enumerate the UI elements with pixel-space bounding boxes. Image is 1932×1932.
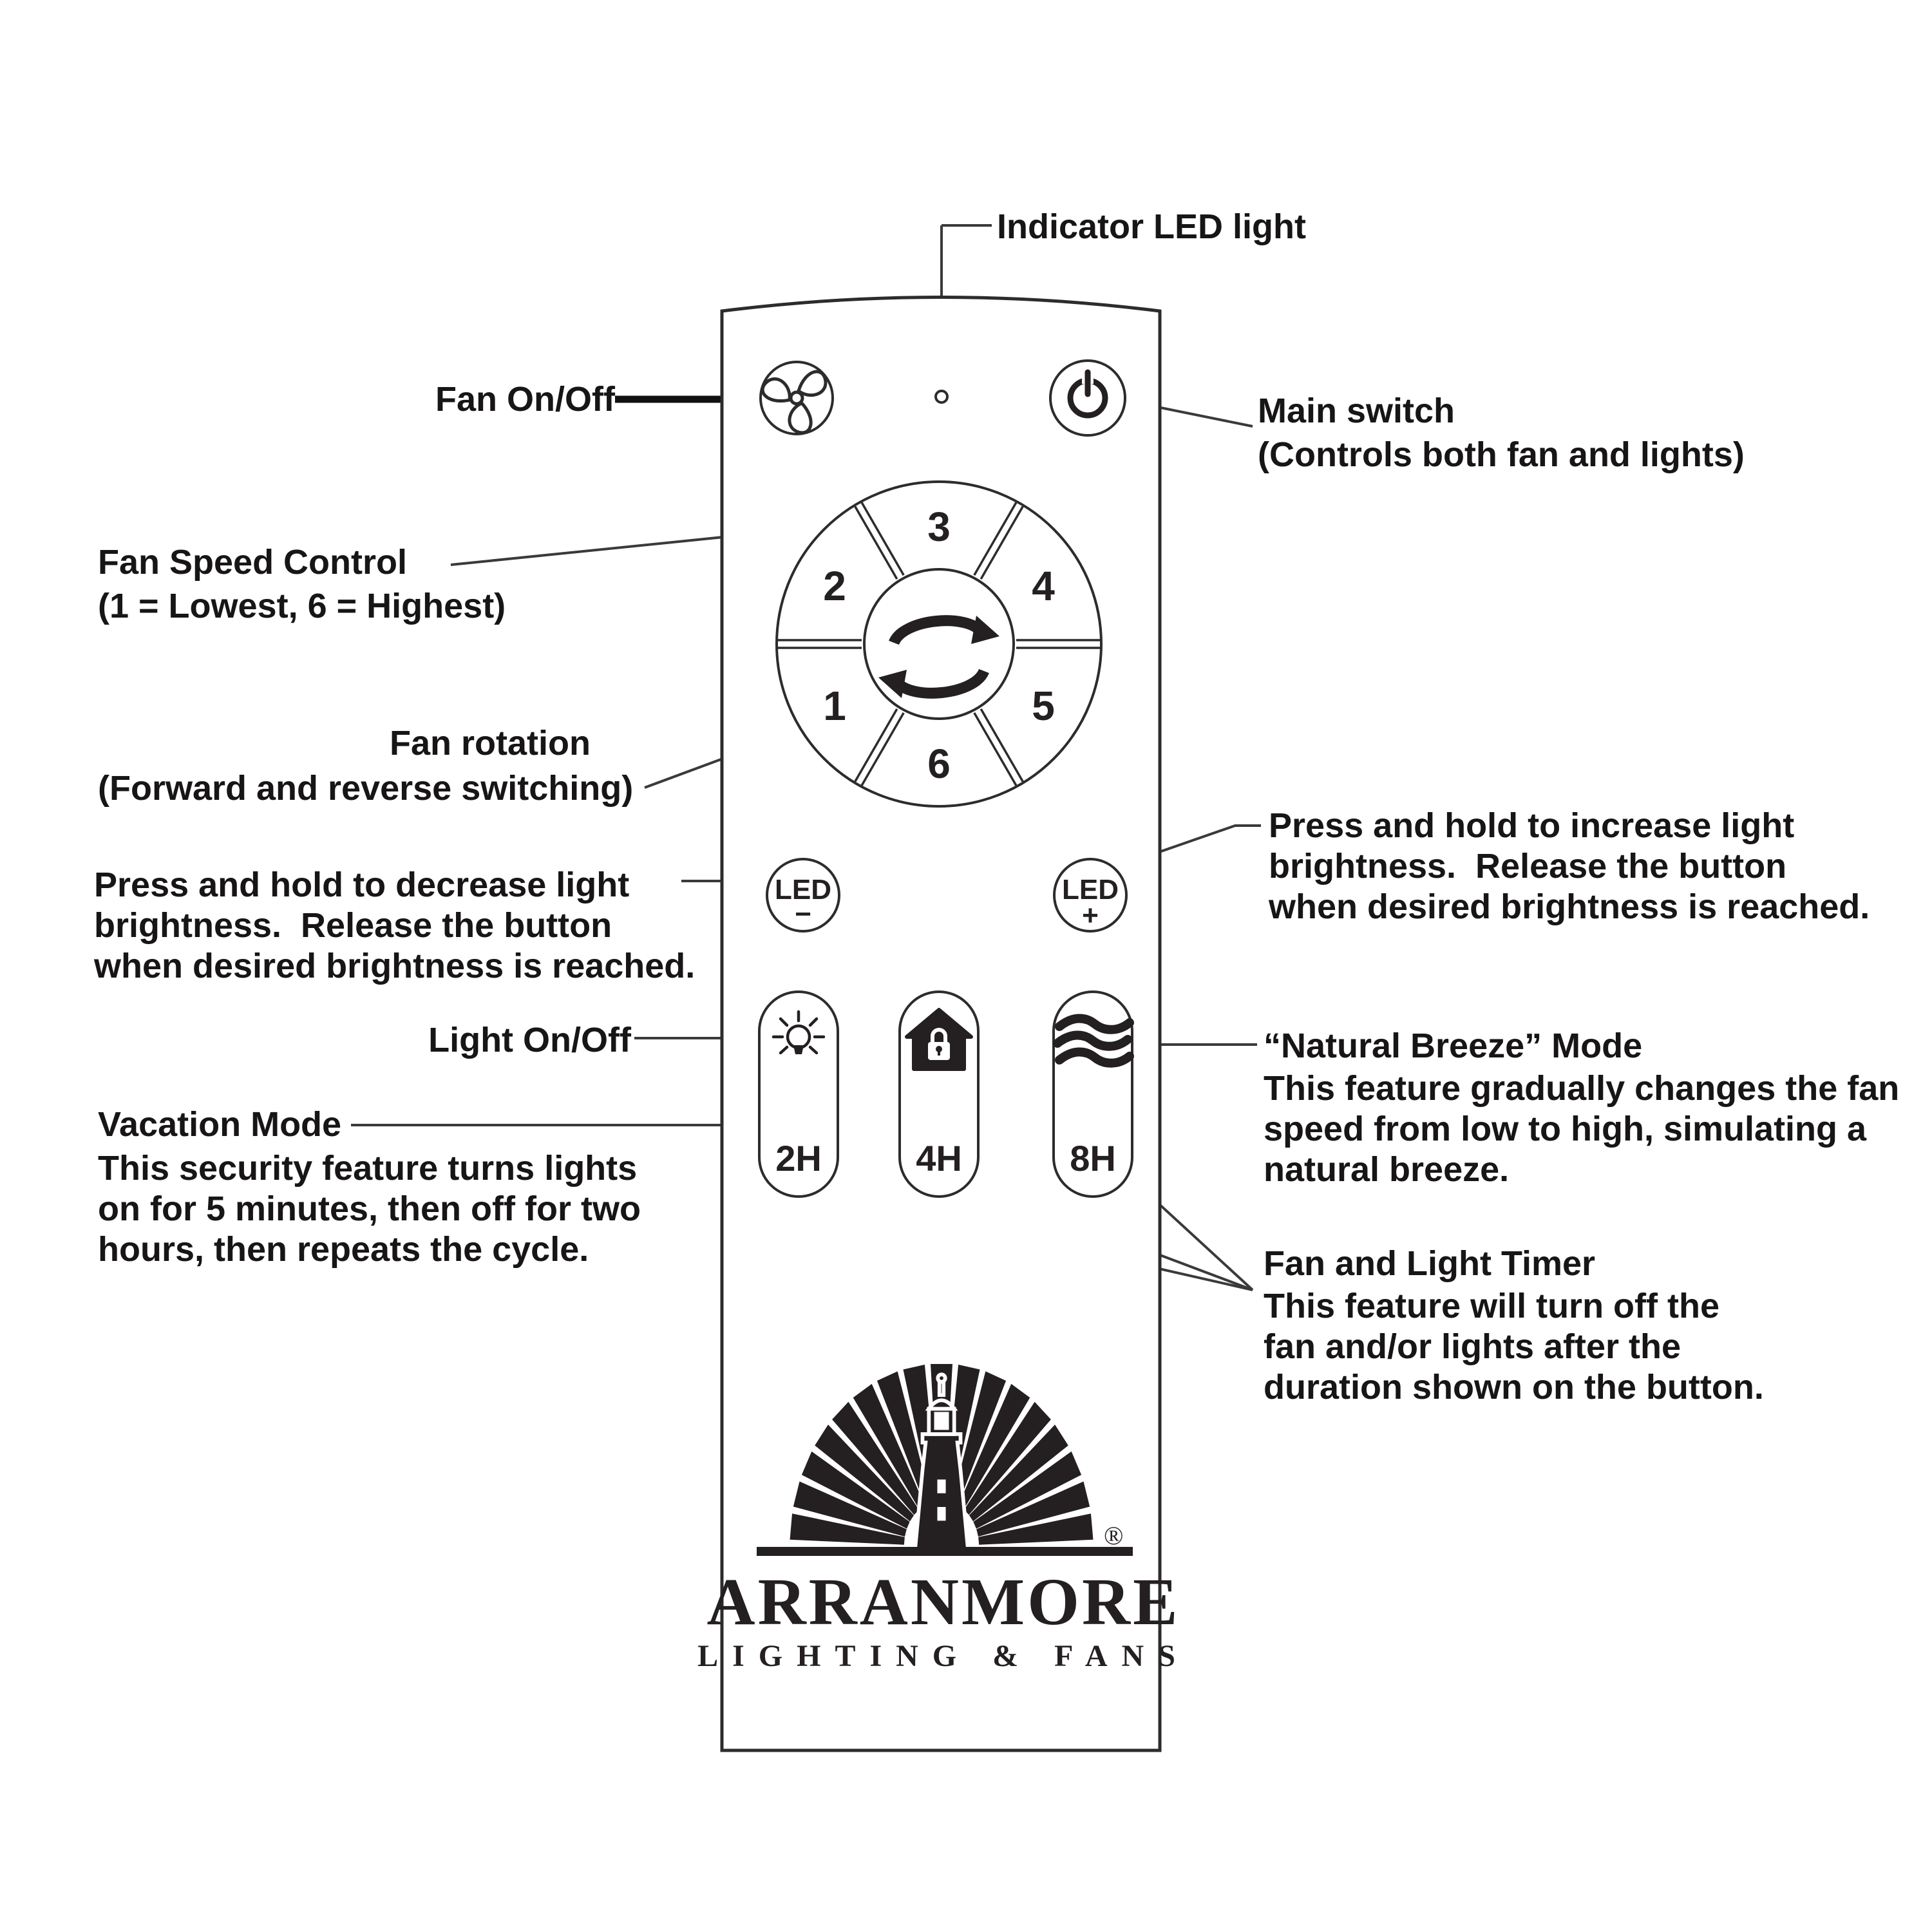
led-minus-button[interactable]: LED − [766, 858, 840, 933]
increase-brightness-text: when desired brightness is reached. [1269, 887, 1870, 926]
vacation-mode-label: Vacation Mode [98, 1105, 342, 1144]
indicator-led-label: Indicator LED light [997, 207, 1306, 246]
timer-text: duration shown on the button. [1264, 1368, 1764, 1406]
fan-speed-subtext: (1 = Lowest, 6 = Highest) [98, 587, 506, 625]
speed-3-button[interactable]: 3 [927, 504, 951, 550]
led-plus-button[interactable]: LED + [1053, 858, 1128, 933]
dial-dividers [778, 502, 1100, 786]
main-switch-label: Main switch [1258, 392, 1455, 430]
vacation-mode-text: hours, then repeats the cycle. [98, 1230, 589, 1269]
light-timer-2h-button[interactable] [758, 990, 839, 1198]
main-switch-button[interactable] [1049, 359, 1126, 437]
indicator-led-dot [934, 390, 949, 404]
natural-breeze-text: speed from low to high, simulating a [1264, 1110, 1867, 1148]
speed-2-button[interactable]: 2 [823, 563, 846, 609]
decrease-brightness-text: when desired brightness is reached. [94, 947, 696, 985]
timer-8h-label: 8H [1070, 1138, 1116, 1179]
power-icon [1067, 369, 1108, 419]
fan-speed-label: Fan Speed Control [98, 543, 408, 582]
brand-name: ARRANMORE [706, 1565, 1180, 1639]
timer-4h-label: 4H [916, 1138, 962, 1179]
natural-breeze-label: “Natural Breeze” Mode [1264, 1027, 1643, 1065]
light-bulb-icon [772, 1010, 826, 1055]
timer-2h-label: 2H [775, 1138, 822, 1179]
increase-brightness-text: Press and hold to increase light [1269, 806, 1795, 845]
timer-text: This feature will turn off the [1264, 1287, 1720, 1325]
decrease-brightness-text: brightness. Release the button [94, 906, 612, 945]
speed-6-button[interactable]: 6 [927, 741, 951, 787]
fan-speed-dial[interactable]: 3 2 4 1 5 6 [775, 480, 1103, 808]
registered-mark: ® [1104, 1521, 1123, 1550]
rotation-sync-icon [878, 615, 999, 699]
natural-breeze-text: This feature gradually changes the fan [1264, 1069, 1900, 1108]
decrease-brightness-text: Press and hold to decrease light [94, 866, 630, 904]
light-on-off-label: Light On/Off [428, 1021, 631, 1059]
speed-4-button[interactable]: 4 [1032, 563, 1055, 609]
brand-tagline: LIGHTING & FANS [697, 1639, 1189, 1673]
vacation-mode-text: This security feature turns lights [98, 1149, 638, 1188]
fan-on-off-button[interactable] [759, 361, 834, 436]
minus-icon: − [795, 898, 811, 930]
led-plus-label: LED [1062, 874, 1119, 905]
timer-text: fan and/or lights after the [1264, 1327, 1681, 1366]
speed-1-button[interactable]: 1 [823, 683, 846, 729]
fan-rotation-label: Fan rotation [390, 724, 591, 762]
fan-on-off-label: Fan On/Off [435, 380, 615, 419]
breeze-waves-icon [1053, 1014, 1134, 1068]
increase-brightness-text: brightness. Release the button [1269, 847, 1787, 886]
led-minus-label: LED [775, 874, 831, 905]
fan-icon [761, 370, 828, 435]
natural-breeze-text: natural breeze. [1264, 1150, 1510, 1189]
plus-icon: + [1082, 900, 1099, 931]
speed-5-button[interactable]: 5 [1032, 683, 1055, 729]
timer-label: Fan and Light Timer [1264, 1244, 1596, 1283]
main-switch-subtext: (Controls both fan and lights) [1258, 435, 1745, 474]
vacation-house-lock-icon [905, 1008, 973, 1071]
fan-rotation-subtext: (Forward and reverse switching) [98, 769, 634, 808]
lighthouse-logo: ® [757, 1364, 1133, 1556]
vacation-mode-text: on for 5 minutes, then off for two [98, 1189, 641, 1228]
